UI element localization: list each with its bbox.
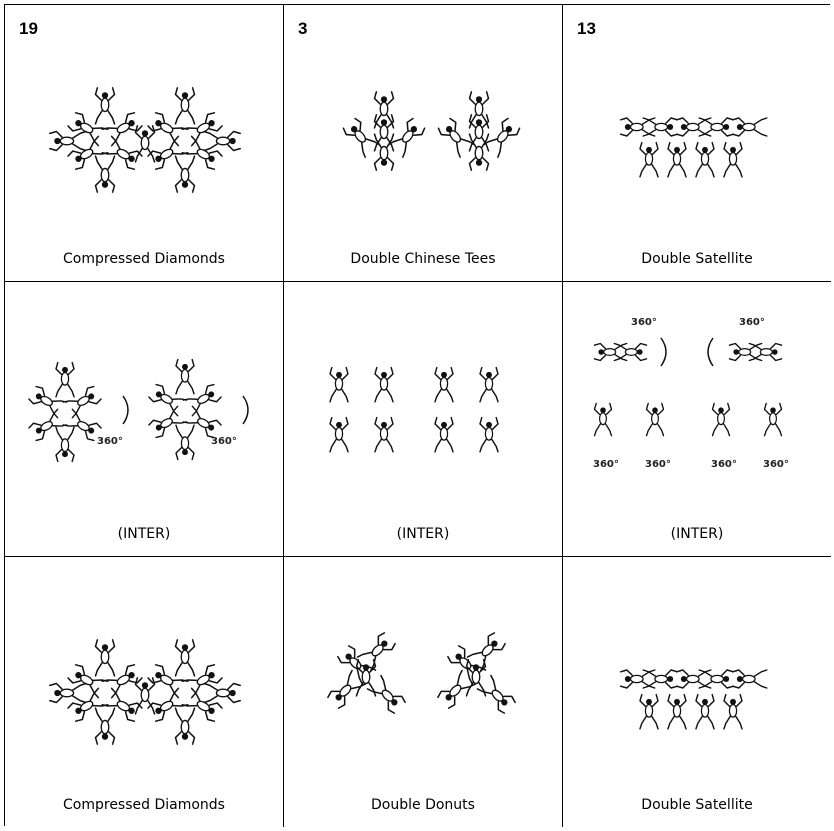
- skydiver-figure: [375, 418, 393, 452]
- skydiver-figure: [136, 126, 155, 162]
- cell-inter-diamonds: 360° 360° (INTER): [5, 282, 284, 557]
- skydiver-figure: [136, 678, 155, 714]
- cell-compressed-diamonds-2: Compressed Diamonds: [5, 557, 284, 827]
- rotation-label: 360°: [631, 317, 657, 328]
- skydiver-figure: [713, 403, 730, 435]
- skydiver-figure: [63, 385, 102, 418]
- skydiver-figure: [696, 143, 714, 177]
- cell-inter-grid: (INTER): [284, 282, 563, 557]
- skydiver-figure: [96, 640, 115, 676]
- skydiver-figure: [96, 708, 115, 744]
- skydiver-figure: [56, 363, 74, 397]
- skydiver-figure: [176, 708, 195, 744]
- cell-double-chinese-tees: 3 Double Chinese Tees: [284, 5, 563, 282]
- skydiver-figure: [204, 132, 240, 151]
- rotation-arrow-icon: [243, 396, 248, 424]
- skydiver-figure: [176, 360, 194, 394]
- formation-caption: Double Chinese Tees: [284, 251, 562, 267]
- skydiver-figure: [478, 676, 517, 715]
- rotation-label: 360°: [711, 459, 737, 470]
- diagram-inter-satellite: 360° 360° 360° 360° 360° 360°: [563, 282, 831, 556]
- diagram-double-donuts: [284, 557, 562, 827]
- rotation-label: 360°: [593, 459, 619, 470]
- skydiver-figure: [96, 156, 115, 192]
- skydiver-figure: [668, 695, 686, 729]
- skydiver-figure: [147, 136, 188, 171]
- skydiver-figure: [96, 88, 115, 124]
- diagram-inter-diamonds: 360° 360°: [5, 282, 283, 556]
- skydiver-figure: [56, 427, 74, 461]
- cell-compressed-diamonds: 19 Compressed Diamonds: [5, 5, 284, 282]
- skydiver-figure: [724, 695, 742, 729]
- formation-caption: (INTER): [5, 526, 283, 542]
- skydiver-figure: [183, 406, 222, 439]
- rotation-arrow-icon: [661, 338, 666, 366]
- skydiver-figure: [640, 695, 658, 729]
- formation-caption: (INTER): [563, 526, 831, 542]
- skydiver-figure: [668, 143, 686, 177]
- skydiver-figure: [28, 385, 67, 418]
- cell-double-donuts: Double Donuts: [284, 557, 563, 827]
- skydiver-figure: [696, 695, 714, 729]
- skydiver-figure: [733, 670, 767, 688]
- skydiver-figure: [480, 418, 498, 452]
- diagram-double-satellite: [563, 557, 831, 827]
- skydiver-figure: [102, 136, 143, 171]
- rotation-label: 360°: [739, 317, 765, 328]
- skydiver-figure: [50, 684, 86, 703]
- skydiver-figure: [647, 403, 664, 435]
- skydiver-figure: [480, 368, 498, 402]
- skydiver-figure: [470, 134, 489, 170]
- formation-caption: Double Donuts: [284, 797, 562, 813]
- skydiver-figure: [176, 88, 195, 124]
- formation-caption: Double Satellite: [563, 797, 831, 813]
- formation-caption: Compressed Diamonds: [5, 797, 283, 813]
- diagram-compressed-diamonds: [5, 5, 283, 281]
- skydiver-figure: [176, 156, 195, 192]
- skydiver-figure: [358, 632, 397, 671]
- rotation-label: 360°: [97, 436, 123, 447]
- formation-table: 19 Compressed Diamonds 3 Double Chinese …: [4, 4, 830, 826]
- skydiver-figure: [148, 383, 187, 416]
- skydiver-figure: [330, 418, 348, 452]
- skydiver-figure: [765, 403, 782, 435]
- diagram-inter-grid: [284, 282, 562, 556]
- skydiver-figure: [375, 134, 394, 170]
- skydiver-figure: [176, 640, 195, 676]
- formation-caption: Compressed Diamonds: [5, 251, 283, 267]
- diagram-double-satellite: [563, 5, 831, 281]
- rotation-label: 360°: [763, 459, 789, 470]
- formation-caption: Double Satellite: [563, 251, 831, 267]
- skydiver-figure: [375, 368, 393, 402]
- skydiver-figure: [435, 368, 453, 402]
- skydiver-figure: [595, 403, 612, 435]
- rotation-label: 360°: [211, 436, 237, 447]
- skydiver-figure: [435, 418, 453, 452]
- skydiver-figure: [368, 676, 407, 715]
- skydiver-figure: [468, 632, 507, 671]
- skydiver-figure: [733, 118, 767, 136]
- skydiver-figure: [50, 132, 86, 151]
- cell-double-satellite: 13 Double Satellite: [563, 5, 831, 282]
- cell-inter-satellite: 360° 360° 360° 360° 360° 360° (INTER): [563, 282, 831, 557]
- skydiver-figure: [204, 684, 240, 703]
- skydiver-figure: [724, 143, 742, 177]
- diagram-compressed-diamonds: [5, 557, 283, 827]
- formation-caption: (INTER): [284, 526, 562, 542]
- diagram-double-chinese-tees: [284, 5, 562, 281]
- skydiver-figure: [183, 383, 222, 416]
- cell-double-satellite-2: Double Satellite: [563, 557, 831, 827]
- skydiver-figure: [148, 406, 187, 439]
- rotation-arrow-icon: [123, 396, 128, 424]
- skydiver-figure: [102, 688, 143, 723]
- skydiver-figure: [147, 688, 188, 723]
- rotation-label: 360°: [645, 459, 671, 470]
- skydiver-figure: [176, 425, 194, 459]
- skydiver-figure: [330, 368, 348, 402]
- rotation-arrow-icon: [708, 338, 713, 366]
- skydiver-figure: [640, 143, 658, 177]
